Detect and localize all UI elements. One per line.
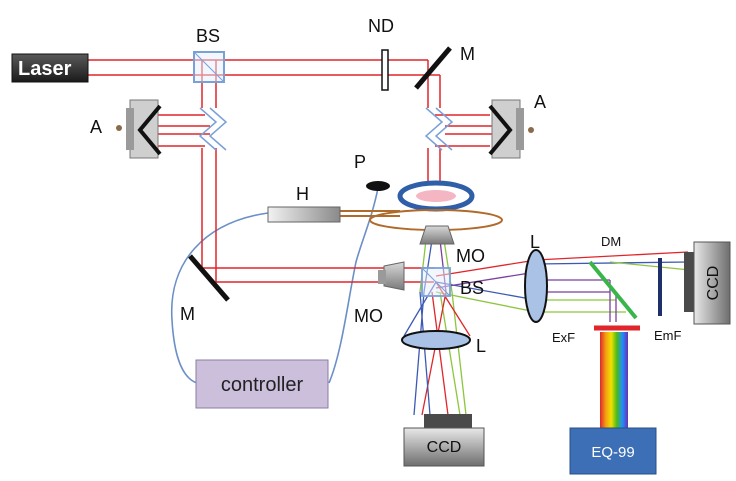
corner-cube-left: A: [90, 99, 162, 159]
ccd-right-label: CCD: [705, 266, 722, 301]
cable-p-to-controller: [328, 187, 379, 384]
p-label: P: [354, 152, 366, 172]
bs-top-label: BS: [196, 26, 220, 46]
a-left-label: A: [90, 117, 102, 137]
ccd-bottom: CCD: [403, 414, 485, 467]
p-sensor: P: [354, 152, 390, 191]
ccd-right: CCD: [684, 241, 731, 325]
nd-filter: ND: [368, 16, 394, 91]
broadband-light: [600, 332, 628, 428]
h-heater: H: [267, 184, 341, 223]
lens-bottom: L: [401, 330, 486, 356]
excitation-filter: ExF: [552, 325, 640, 345]
m-left-label: M: [180, 304, 195, 324]
nd-label: ND: [368, 16, 394, 36]
controller-box: controller: [195, 359, 329, 409]
h-label: H: [296, 184, 309, 204]
mirror-left: M: [180, 254, 230, 324]
laser-source: Laser: [11, 53, 89, 83]
emf-label: EmF: [654, 328, 682, 343]
signal-rays: [403, 239, 691, 416]
a-right-label: A: [534, 92, 546, 112]
eq99-source: EQ-99: [569, 427, 657, 475]
delay-prisms: [198, 107, 454, 151]
dichroic-mirror: DM: [588, 234, 638, 320]
objective-top: MO: [419, 225, 485, 266]
dm-label: DM: [601, 234, 621, 249]
mo-top-label: MO: [456, 246, 485, 266]
control-cables: [170, 187, 379, 384]
eq99-label: EQ-99: [591, 444, 634, 461]
emission-filter: EmF: [654, 258, 682, 343]
lens-right: L: [524, 232, 548, 323]
corner-cube-right: A: [488, 92, 546, 159]
l-right-label: L: [530, 232, 540, 252]
laser-label: Laser: [18, 58, 72, 80]
l-bottom-label: L: [476, 336, 486, 356]
mirror-top-right: M: [414, 44, 475, 90]
ccd-bottom-label: CCD: [427, 439, 462, 456]
beam-splitter-center: BS: [421, 267, 484, 298]
sample-ring: [397, 180, 475, 212]
beam-splitter-top: BS: [193, 26, 225, 83]
coil: [340, 209, 503, 231]
laser-beams: [88, 59, 498, 283]
cable-h-to-controller: [170, 212, 269, 384]
exf-label: ExF: [552, 330, 575, 345]
objective-left: MO: [354, 261, 405, 326]
m-top-label: M: [460, 44, 475, 64]
mo-left-label: MO: [354, 306, 383, 326]
bs-center-label: BS: [460, 278, 484, 298]
controller-label: controller: [221, 374, 304, 396]
